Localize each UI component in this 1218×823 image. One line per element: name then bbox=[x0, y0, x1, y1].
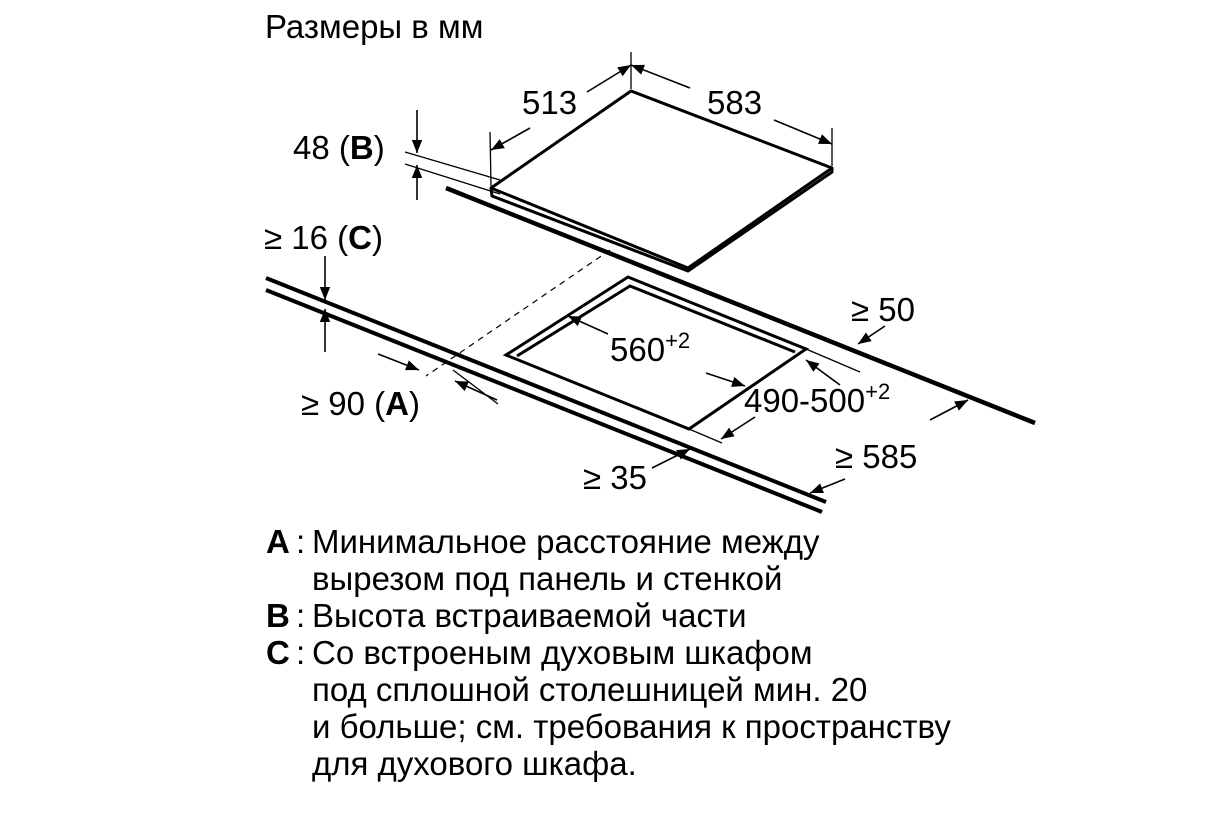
dim-label-min-worktop: ≥ 585 bbox=[835, 438, 917, 475]
dim-arrow-cutout-depth bbox=[805, 359, 841, 386]
dim-label-min-front: ≥ 35 bbox=[583, 459, 647, 496]
worktop-front-edge-upper bbox=[265, 276, 827, 504]
dim-label-cutout-width: 560+2 bbox=[610, 328, 690, 368]
legend-text: Высота встраиваемой части bbox=[312, 597, 747, 634]
dim-label-width: 583 bbox=[707, 84, 762, 121]
projection-dashed-line bbox=[425, 249, 611, 377]
worktop-back-edge bbox=[445, 185, 1036, 426]
dim-arrow-width-right bbox=[773, 119, 833, 145]
dim-arrow-width bbox=[630, 64, 691, 89]
legend-item-b: B : Высота встраиваемой части bbox=[266, 597, 1166, 634]
dim-arrow-cutout-depth-lower bbox=[720, 416, 756, 440]
dim-arrow-min-worktop-bottom bbox=[809, 478, 846, 494]
legend-key: A bbox=[266, 523, 290, 560]
dim-arrow-min-wall-right bbox=[454, 380, 498, 401]
worktop-front-edge-lower bbox=[265, 288, 823, 514]
diagram-title: Размеры в мм bbox=[265, 8, 483, 45]
legend-item-c: C : Со встроеным духовым шкафом под спло… bbox=[266, 634, 1166, 782]
legend-item-a: A : Минимальное расстояние между вырезом… bbox=[266, 523, 1166, 597]
extension-lines bbox=[404, 52, 861, 444]
legend-colon: : bbox=[296, 597, 306, 634]
dim-arrow-min-wall-left bbox=[377, 353, 420, 371]
dim-label-min-rear: ≥ 50 bbox=[851, 291, 915, 328]
legend-colon: : bbox=[296, 523, 306, 560]
dim-arrow-cutout-width-right bbox=[705, 372, 746, 387]
dim-arrow-cutout-width-left bbox=[567, 315, 609, 335]
hob-panel bbox=[489, 89, 834, 273]
dim-label-depth: 513 bbox=[522, 84, 577, 121]
dim-arrow-min-rear bbox=[857, 325, 886, 345]
dim-arrow-depth-lower bbox=[490, 127, 531, 151]
legend-key: C bbox=[266, 634, 290, 671]
legend-colon: : bbox=[296, 634, 306, 671]
dim-label-min-wall: ≥ 90 (A) bbox=[301, 385, 420, 422]
legend-text: Минимальное расстояние между вырезом под… bbox=[312, 523, 820, 597]
dim-arrow-depth bbox=[586, 64, 632, 93]
legend-key: B bbox=[266, 597, 290, 634]
dim-label-min-below: ≥ 16 (C) bbox=[264, 219, 383, 256]
dim-arrow-min-front bbox=[651, 448, 691, 469]
dim-label-cutout-depth: 490-500+2 bbox=[744, 379, 890, 419]
legend: A : Минимальное расстояние между вырезом… bbox=[266, 523, 1166, 782]
dim-label-height: 48 (B) bbox=[293, 129, 385, 166]
legend-text: Со встроеным духовым шкафом под сплошной… bbox=[312, 634, 951, 782]
dim-arrow-min-worktop-top bbox=[929, 399, 969, 421]
